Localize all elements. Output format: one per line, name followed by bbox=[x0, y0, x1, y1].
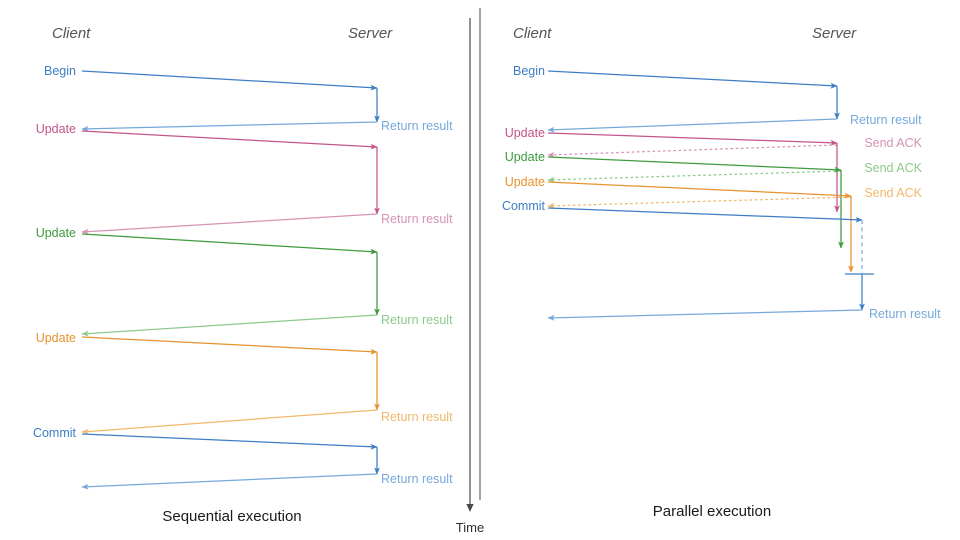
time-axis-group: Time bbox=[456, 8, 484, 535]
panel-caption-parallel: Parallel execution bbox=[653, 503, 771, 520]
flow-begin-return bbox=[547, 118, 838, 133]
label-update-3-return: Return result bbox=[381, 410, 453, 424]
flow-update-2-request bbox=[81, 233, 378, 255]
label-begin-return: Return result bbox=[381, 119, 453, 133]
flow-begin-return bbox=[81, 121, 378, 132]
flow-update-1-request bbox=[81, 130, 378, 150]
flow-update-3-request bbox=[547, 181, 852, 199]
flow-update-3-request bbox=[81, 336, 378, 355]
flow-begin-request bbox=[547, 70, 838, 89]
label-commit-request: Commit bbox=[502, 199, 546, 213]
server-lane-header: Server bbox=[812, 25, 857, 42]
client-lane-header: Client bbox=[513, 25, 552, 42]
label-update-1-return: Return result bbox=[381, 212, 453, 226]
flow-commit-return bbox=[81, 473, 378, 490]
label-update-1-request: Update bbox=[36, 122, 76, 136]
flow-update-1-return bbox=[81, 213, 378, 235]
label-begin-return: Return result bbox=[850, 113, 922, 127]
time-axis-arrowhead bbox=[466, 504, 474, 512]
client-lane-header: Client bbox=[52, 25, 91, 42]
label-begin-request: Begin bbox=[44, 64, 76, 78]
label-update-2-request: Update bbox=[505, 150, 545, 164]
flow-commit-request bbox=[81, 433, 378, 450]
label-update-3-ack: Send ACK bbox=[864, 186, 922, 200]
flow-update-2-request bbox=[547, 156, 842, 173]
server-lane-header: Server bbox=[348, 25, 393, 42]
label-commit-request: Commit bbox=[33, 426, 77, 440]
flow-update-2-return bbox=[81, 314, 378, 337]
flow-update-3-return bbox=[81, 409, 378, 435]
label-update-2-ack: Send ACK bbox=[864, 161, 922, 175]
flow-update-1-ack bbox=[547, 144, 838, 158]
label-commit-return: Return result bbox=[869, 307, 941, 321]
flow-update-2-ack bbox=[547, 170, 842, 183]
label-update-3-request: Update bbox=[36, 331, 76, 345]
flow-update-3-ack bbox=[547, 196, 852, 209]
panel-caption-sequential: Sequential execution bbox=[162, 508, 301, 525]
label-begin-request: Begin bbox=[513, 64, 545, 78]
label-update-2-request: Update bbox=[36, 226, 76, 240]
label-commit-return: Return result bbox=[381, 472, 453, 486]
flow-update-1-request bbox=[547, 132, 838, 146]
flow-begin-request bbox=[81, 70, 378, 91]
flow-commit-return bbox=[547, 309, 863, 321]
label-update-1-request: Update bbox=[505, 126, 545, 140]
label-update-3-request: Update bbox=[505, 175, 545, 189]
flow-commit-request bbox=[547, 207, 863, 223]
time-axis-label: Time bbox=[456, 520, 484, 535]
label-update-2-return: Return result bbox=[381, 313, 453, 327]
label-update-1-ack: Send ACK bbox=[864, 136, 922, 150]
